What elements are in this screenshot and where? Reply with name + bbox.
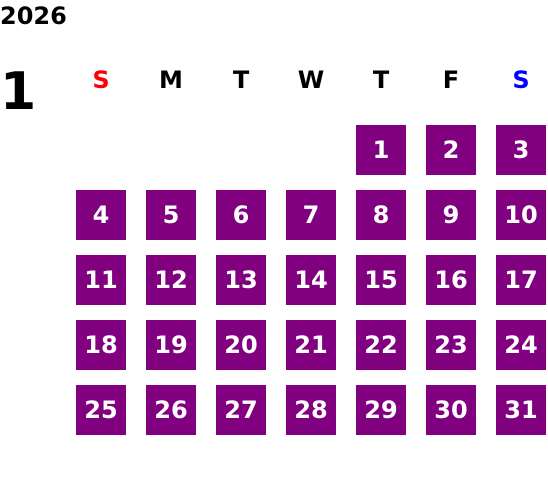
day-cell[interactable]: 29 [356, 385, 406, 435]
day-cell[interactable]: 17 [496, 255, 546, 305]
day-cell[interactable]: 7 [286, 190, 336, 240]
weekday-sun: S [92, 66, 110, 94]
day-cell[interactable]: 4 [76, 190, 126, 240]
day-cell[interactable]: 18 [76, 320, 126, 370]
day-cell[interactable]: 1 [356, 125, 406, 175]
day-cell[interactable]: 12 [146, 255, 196, 305]
day-cell[interactable]: 16 [426, 255, 476, 305]
month-number: 1 [0, 62, 37, 122]
weekday-wed: W [297, 66, 325, 94]
day-cell[interactable]: 9 [426, 190, 476, 240]
day-cell[interactable]: 19 [146, 320, 196, 370]
day-cell[interactable]: 10 [496, 190, 546, 240]
day-cell[interactable]: 8 [356, 190, 406, 240]
day-cell[interactable]: 30 [426, 385, 476, 435]
weekday-fri: F [442, 66, 460, 94]
day-cell[interactable]: 27 [216, 385, 266, 435]
day-cell[interactable]: 5 [146, 190, 196, 240]
day-cell[interactable]: 3 [496, 125, 546, 175]
day-cell[interactable]: 31 [496, 385, 546, 435]
weekday-mon: M [159, 66, 183, 94]
day-cell[interactable]: 26 [146, 385, 196, 435]
day-cell[interactable]: 25 [76, 385, 126, 435]
day-cell[interactable]: 22 [356, 320, 406, 370]
weekday-sat: S [512, 66, 530, 94]
day-cell[interactable]: 13 [216, 255, 266, 305]
day-cell[interactable]: 14 [286, 255, 336, 305]
day-cell[interactable]: 11 [76, 255, 126, 305]
day-cell[interactable]: 6 [216, 190, 266, 240]
weekday-tue: T [232, 66, 250, 94]
weekday-thu: T [372, 66, 390, 94]
day-cell[interactable]: 24 [496, 320, 546, 370]
day-cell[interactable]: 2 [426, 125, 476, 175]
day-cell[interactable]: 21 [286, 320, 336, 370]
day-cell[interactable]: 28 [286, 385, 336, 435]
weekday-header-row: S M T W T F S [76, 65, 546, 95]
day-cell[interactable]: 15 [356, 255, 406, 305]
year-label: 2026 [0, 2, 67, 30]
day-cell[interactable]: 20 [216, 320, 266, 370]
day-cell[interactable]: 23 [426, 320, 476, 370]
